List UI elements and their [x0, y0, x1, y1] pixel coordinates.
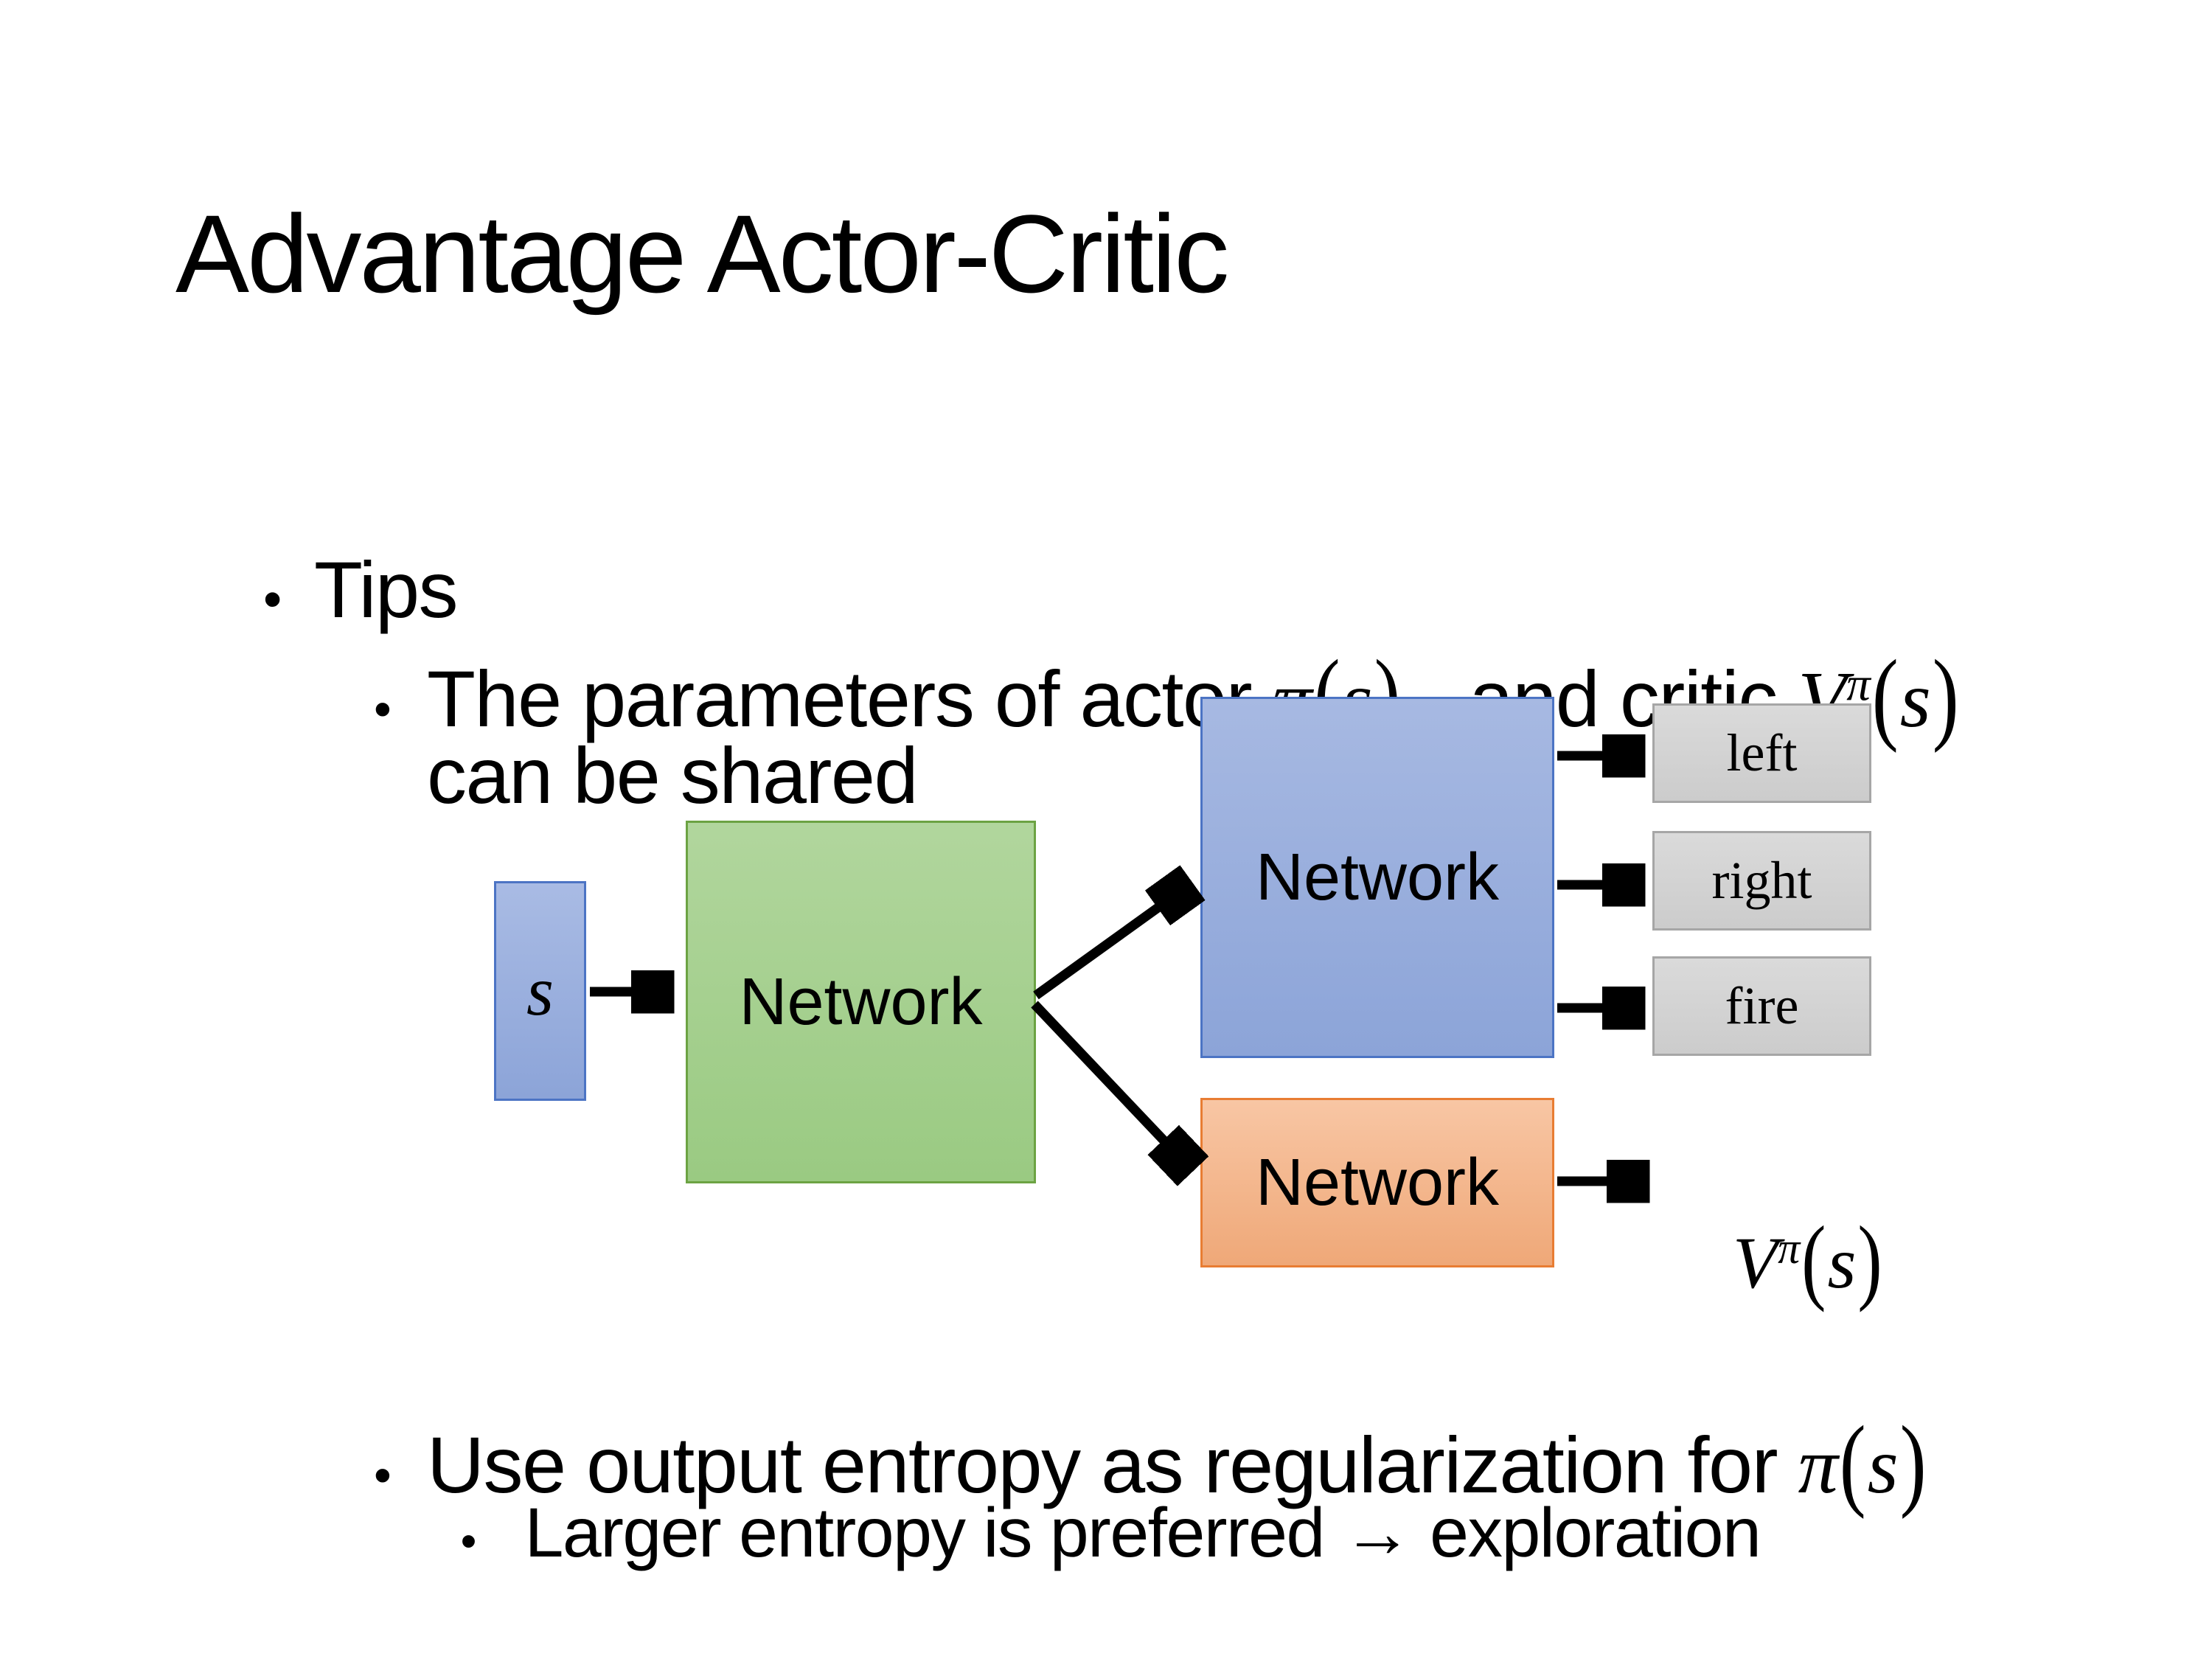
shared-params-text-line2: can be shared [427, 731, 919, 820]
pi-symbol: π [1798, 1422, 1838, 1510]
critic-network-box: Network [1200, 1098, 1554, 1267]
state-input-box: s [494, 881, 586, 1101]
exploration-text: Larger entropy is preferred → exploratio… [524, 1494, 1761, 1572]
pi-symbol: π [1778, 1224, 1801, 1273]
actor-network-label: Network [1255, 840, 1500, 914]
s-variable: s [1827, 1222, 1857, 1304]
right-paren: ) [1899, 1405, 1927, 1520]
bullet-dot: • [374, 1447, 392, 1503]
pi-symbol: π [1846, 658, 1871, 712]
page-title: Advantage Actor-Critic [175, 192, 1229, 316]
pi-superscript: π [1778, 1224, 1800, 1273]
arrow-shared-to-critic [1031, 1001, 1187, 1165]
action-label-right: right [1711, 851, 1812, 910]
critic-network-label: Network [1255, 1145, 1500, 1220]
bullet-dot: • [374, 681, 392, 737]
bullet-line-tips: • Tips [179, 451, 459, 728]
s-variable: s [1899, 656, 1931, 744]
right-paren: ) [1857, 1206, 1882, 1313]
action-box-right: right [1652, 831, 1871, 931]
left-paren: ( [1839, 1405, 1866, 1520]
state-input-label: s [526, 952, 554, 1030]
bullet-dot: • [263, 570, 282, 629]
bullet-line-exploration: • Larger entropy is preferred → explorati… [387, 1413, 1761, 1654]
entropy-text-pre: Use output entropy as regularization for [427, 1420, 1798, 1509]
shared-params-text-pre: The parameters of actor [427, 654, 1273, 743]
shared-network-label: Network [739, 964, 983, 1039]
bullet-line-shared-params: •The parameters of actor π(s) and critic… [290, 560, 1961, 838]
action-label-fire: fire [1725, 976, 1799, 1035]
arrow-shared-to-actor [1033, 888, 1186, 1000]
pi-superscript: π [1846, 658, 1870, 711]
shared-network-box: Network [686, 821, 1036, 1183]
math-pi-of-s: π(s) [1798, 1406, 1928, 1520]
math-V-pi-of-s: Vπ(s) [1798, 640, 1960, 754]
bullet-line-entropy: • Use output entropy as regularization fo… [290, 1326, 1928, 1604]
action-box-left: left [1652, 703, 1871, 803]
bullet-dot: • [460, 1516, 477, 1567]
V-symbol: V [1733, 1222, 1778, 1304]
s-variable: s [1867, 1422, 1899, 1510]
actor-network-box: Network [1200, 697, 1554, 1058]
left-paren: ( [1871, 639, 1899, 754]
bullet-line-shared-params-cont: can be shared [343, 637, 919, 914]
action-label-left: left [1726, 723, 1798, 782]
tips-text: Tips [314, 545, 459, 634]
critic-value-output: Vπ(s) [1659, 1135, 1884, 1390]
left-paren: ( [1801, 1206, 1826, 1313]
right-paren: ) [1932, 639, 1959, 754]
action-box-fire: fire [1652, 956, 1871, 1056]
